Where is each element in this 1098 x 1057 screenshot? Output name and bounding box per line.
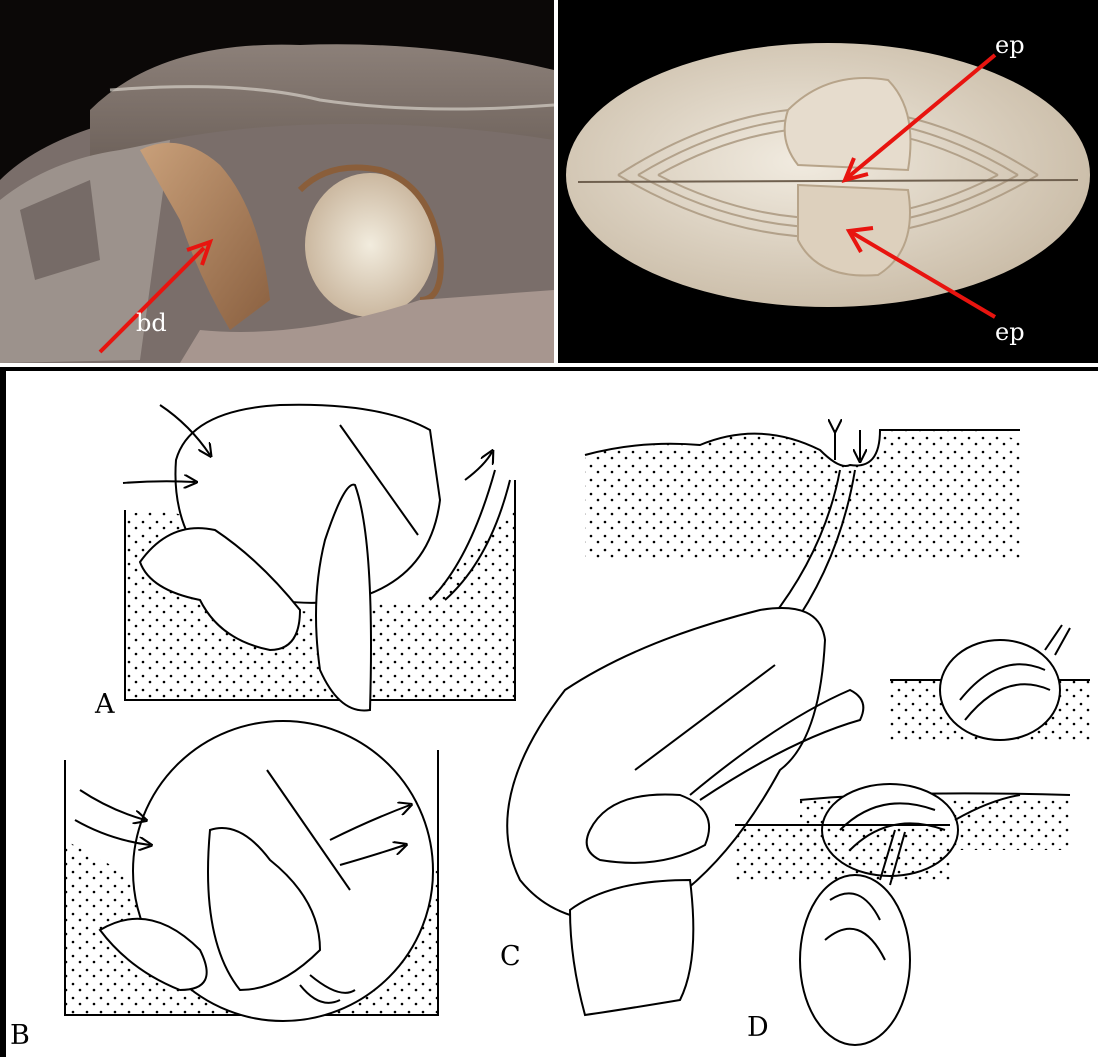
panel-label-b: B [10, 1022, 30, 1049]
ep-label-lower: ep [995, 320, 1025, 344]
panel-label-c: C [500, 943, 521, 970]
panel-label-a: A [95, 691, 115, 718]
sketch-a [123, 405, 515, 711]
panel-label-d: D [747, 1014, 769, 1041]
shell-photo: ep ep [558, 0, 1098, 363]
ep-label-upper: ep [995, 33, 1025, 57]
hinge-photo: bd [0, 0, 554, 363]
bd-label: bd [136, 311, 167, 335]
sketch-panel: A B C D [0, 367, 1098, 1057]
hinge-photo-image [0, 0, 554, 363]
sketch-drawings [6, 371, 1098, 1057]
sketch-b [65, 721, 438, 1021]
